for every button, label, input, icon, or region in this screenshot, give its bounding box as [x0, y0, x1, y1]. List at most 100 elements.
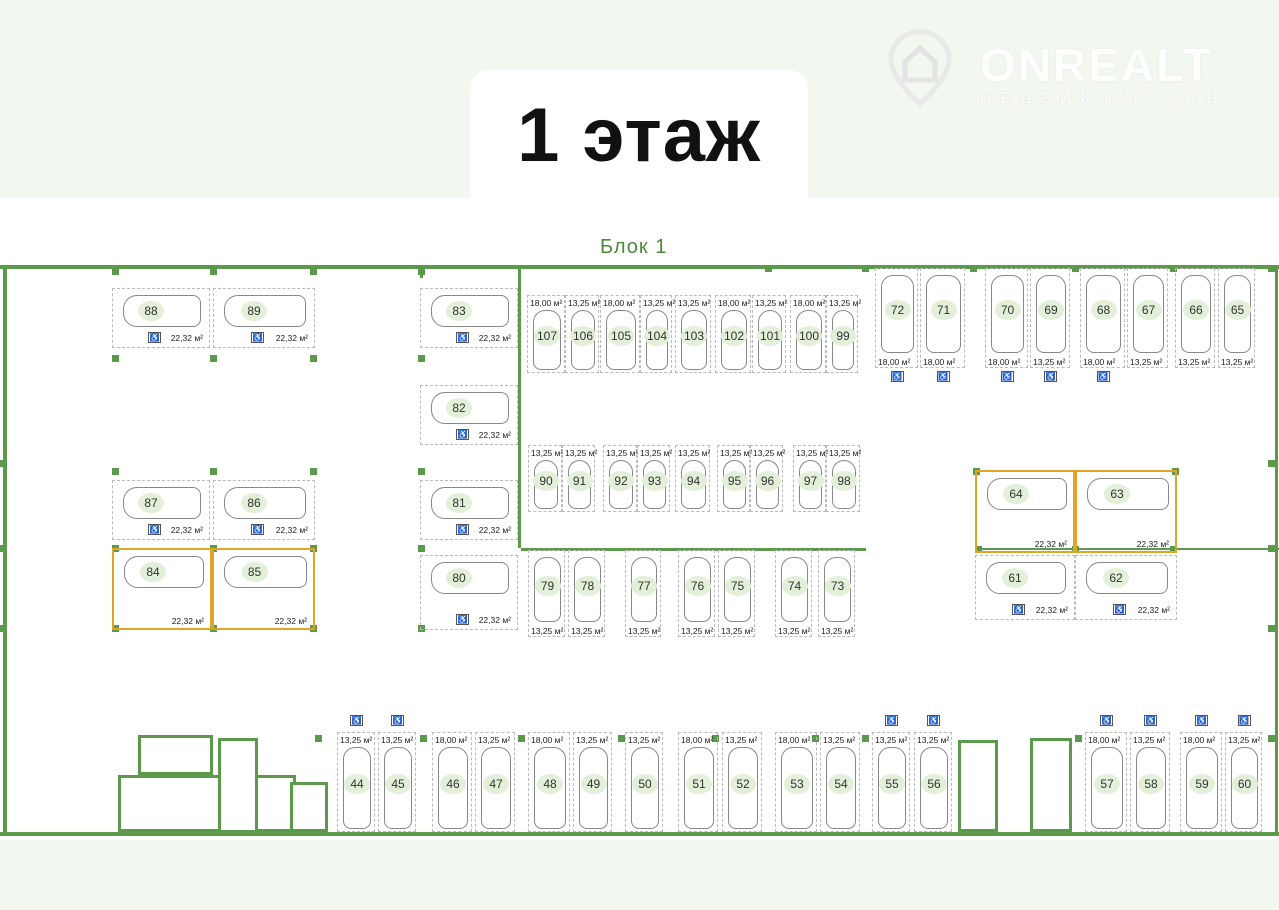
- spot-area: 18,00 м²: [603, 298, 636, 308]
- parking-spot-78[interactable]: 78 13,25 м²: [568, 550, 605, 637]
- spot-area: 13,25 м²: [821, 626, 854, 636]
- column: [418, 268, 425, 275]
- wall: [1275, 268, 1278, 835]
- column: [210, 468, 217, 475]
- spot-number: 73: [824, 575, 851, 596]
- spot-area: 13,25 м²: [628, 735, 661, 745]
- spot-area: 18,00 м²: [988, 357, 1021, 367]
- wheelchair-icon: ♿: [1113, 604, 1126, 615]
- spot-number: 103: [681, 326, 707, 346]
- wheelchair-icon: ♿: [1237, 715, 1251, 726]
- spot-number: 79: [534, 575, 561, 596]
- spot-area: 18,00 м²: [1088, 735, 1121, 745]
- spot-number: 83: [446, 301, 472, 321]
- column: [618, 735, 625, 742]
- column: [418, 545, 425, 552]
- column: [975, 546, 982, 553]
- watermark-subtitle: НЕДВИЖИМОСТЬ: [980, 90, 1227, 107]
- spot-area: 13,25 м²: [571, 626, 604, 636]
- wheelchair-icon: ♿: [936, 371, 950, 382]
- parking-spot-73[interactable]: 73 13,25 м²: [818, 550, 855, 637]
- spot-number: 46: [440, 774, 466, 794]
- wheelchair-icon: ♿: [1144, 715, 1157, 726]
- wheelchair-icon: ♿: [456, 429, 469, 440]
- spot-area: 13,25 м²: [531, 448, 564, 458]
- wheelchair-icon: ♿: [890, 371, 904, 382]
- column: [112, 355, 119, 362]
- spot-area: 22,32 м²: [478, 333, 511, 343]
- column: [1268, 265, 1275, 272]
- wall: [975, 548, 1279, 550]
- spot-number: 51: [686, 774, 712, 794]
- spot-area: 22,32 м²: [478, 525, 511, 535]
- spot-number: 52: [730, 774, 756, 794]
- spot-area: 18,00 м²: [530, 298, 563, 308]
- spot-number: 78: [574, 575, 601, 596]
- spot-number: 93: [641, 470, 668, 491]
